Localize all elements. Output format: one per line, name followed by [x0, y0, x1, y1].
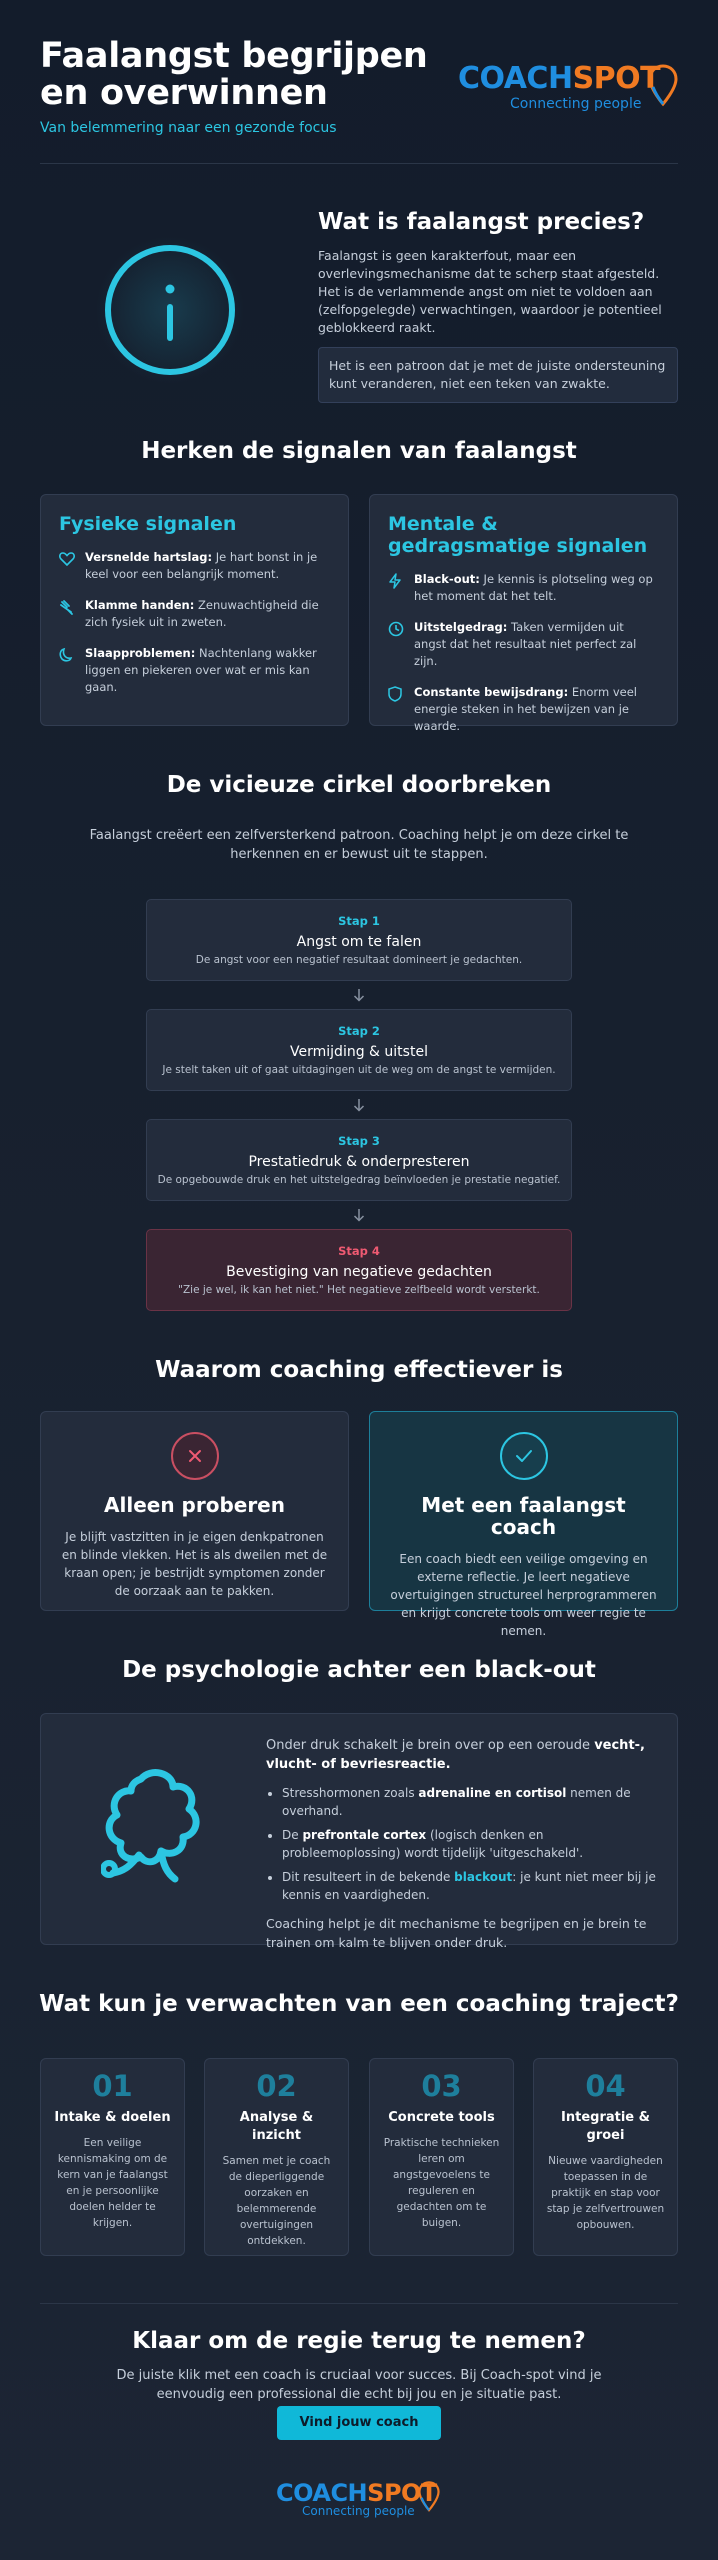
cta-divider	[40, 2303, 678, 2304]
footer-logo-tagline: Connecting people	[302, 2504, 415, 2518]
arrow-down-icon	[353, 1099, 365, 1112]
physical-signals-card: Fysieke signalen Versnelde hartslag: Je …	[40, 494, 349, 726]
info-icon	[96, 236, 244, 384]
intro-note: Het is een patroon dat je met de juiste …	[318, 347, 678, 403]
cycle-title: De vicieuze cirkel doorbreken	[166, 772, 552, 798]
location-pin-icon	[418, 2481, 440, 2512]
cycle-step-2: Stap 2 Vermijding & uitstel Je stelt tak…	[146, 1009, 572, 1091]
list-item: Stresshormonen zoals adrenaline en corti…	[282, 1784, 656, 1820]
cycle-step-4: Stap 4 Bevestiging van negatieve gedacht…	[146, 1229, 572, 1311]
compare-title: Waarom coaching effectiever is	[155, 1357, 563, 1383]
phase-card-1: 01 Intake & doelen Een veilige kennismak…	[40, 2058, 185, 2256]
intro-text: Faalangst is geen karakterfout, maar een…	[318, 248, 662, 335]
list-item: De prefrontale cortex (logisch denken en…	[282, 1826, 656, 1862]
coach-text: Een coach biedt een veilige omgeving en …	[390, 1552, 657, 1638]
coachspot-logo[interactable]: COACHSPOT Connecting people	[458, 63, 678, 115]
logo-coach-text: COACH	[458, 61, 573, 96]
psychology-closing: Coaching helpt je dit mechanisme te begr…	[266, 1916, 647, 1950]
signal-item: Black-out: Je kennis is plotseling weg o…	[388, 571, 659, 605]
location-pin-icon	[648, 64, 678, 107]
coach-card: Met een faalangst coach Een coach biedt …	[369, 1411, 678, 1638]
intro-title: Wat is faalangst precies?	[318, 209, 645, 235]
signal-item: Klamme handen: Zenuwachtigheid die zich …	[59, 597, 330, 631]
psychology-list: Stresshormonen zoals adrenaline en corti…	[282, 1784, 656, 1904]
clock-icon	[388, 621, 404, 637]
page-subtitle: Van belemmering naar een gezonde focus	[40, 120, 337, 136]
find-coach-button[interactable]: Vind jouw coach	[277, 2406, 441, 2440]
shield-icon	[388, 686, 402, 702]
arrow-down-icon	[353, 989, 365, 1002]
alone-title: Alleen proberen	[104, 1493, 285, 1517]
hand-icon	[60, 600, 73, 615]
lightning-icon	[389, 573, 401, 589]
signal-item: Constante bewijsdrang: Enorm veel energi…	[388, 684, 659, 735]
signal-item: Slaapproblemen: Nachtenlang wakker ligge…	[59, 645, 330, 696]
heart-icon	[59, 552, 75, 567]
close-icon	[188, 1450, 201, 1462]
cycle-step-3: Stap 3 Prestatiedruk & onderpresteren De…	[146, 1119, 572, 1201]
psychology-card: Onder druk schakelt je brein over op een…	[40, 1713, 678, 1950]
arrow-down-icon	[353, 1209, 365, 1222]
signals-title: Herken de signalen van faalangst	[141, 438, 577, 464]
mental-signals-title: Mentale & gedragsmatige signalen	[388, 513, 648, 557]
phase-card-3: 03 Concrete tools Praktische technieken …	[369, 2058, 514, 2256]
header-divider	[40, 163, 678, 164]
phase-card-2: 02 Analyse & inzicht Samen met je coach …	[204, 2058, 349, 2256]
logo-tagline: Connecting people	[510, 96, 642, 112]
footer-logo[interactable]: COACHSPOT Connecting people	[276, 2480, 442, 2520]
physical-signals-title: Fysieke signalen	[59, 513, 237, 535]
moon-icon	[59, 647, 73, 662]
signal-item: Uitstelgedrag: Taken vermijden uit angst…	[388, 619, 659, 670]
brain-icon	[101, 1769, 200, 1883]
logo-spot-text: SPOT	[572, 61, 661, 96]
mental-signals-card: Mentale & gedragsmatige signalen Black-o…	[369, 494, 678, 733]
cta-text: De juiste klik met een coach is cruciaal…	[116, 2368, 602, 2402]
intro-section: Wat is faalangst precies? Faalangst is g…	[40, 205, 678, 405]
trajectory-title: Wat kun je verwachten van een coaching t…	[39, 1991, 679, 2017]
phase-card-4: 04 Integratie & groei Nieuwe vaardighede…	[533, 2058, 678, 2256]
page-title: Faalangst begrijpen en overwinnen	[40, 36, 428, 113]
alone-card: Alleen proberen Je blijft vastzitten in …	[40, 1411, 349, 1611]
checkmark-icon	[515, 1450, 532, 1462]
signal-item: Versnelde hartslag: Je hart bonst in je …	[59, 549, 330, 583]
cycle-intro: Faalangst creëert een zelfversterkend pa…	[89, 828, 629, 862]
alone-text: Je blijft vastzitten in je eigen denkpat…	[61, 1530, 328, 1598]
cta-title: Klaar om de regie terug te nemen?	[132, 2328, 586, 2354]
page-header: Faalangst begrijpen en overwinnen Van be…	[40, 36, 678, 136]
list-item: Dit resulteert in de bekende blackout: j…	[282, 1868, 656, 1904]
psychology-title: De psychologie achter een black-out	[122, 1657, 596, 1683]
cycle-step-1: Stap 1 Angst om te falen De angst voor e…	[146, 899, 572, 981]
coach-title: Met een faalangst coach	[421, 1493, 626, 1539]
